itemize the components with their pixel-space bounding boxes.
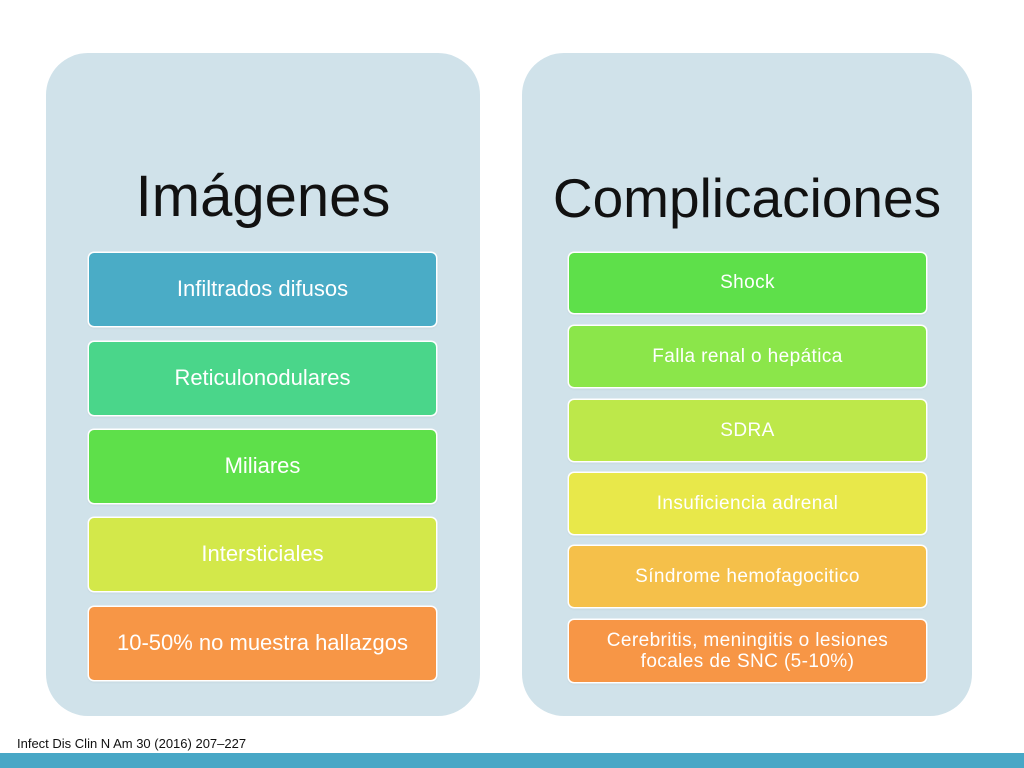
imagenes-panel: Imágenes Infiltrados difusos Reticulonod… [46,53,480,716]
citation: Infect Dis Clin N Am 30 (2016) 207–227 [17,736,247,751]
complicaciones-title: Complicaciones [552,167,942,229]
item-label: 10-50% no muestra hallazgos [116,630,409,656]
complicaciones-item: Shock [569,253,926,313]
item-label: Intersticiales [201,541,324,567]
complicaciones-item: Síndrome hemofagocitico [569,546,926,607]
item-label: Infiltrados difusos [176,276,349,302]
imagenes-item: 10-50% no muestra hallazgos [89,607,436,680]
item-label: Shock [720,272,775,294]
item-label: Cerebritis, meningitis o lesiones focale… [606,629,889,672]
item-label: Reticulonodulares [174,365,351,391]
imagenes-item: Reticulonodulares [89,342,436,415]
item-label: SDRA [720,419,775,441]
complicaciones-item: SDRA [569,400,926,461]
complicaciones-panel: Complicaciones Shock Falla renal o hepát… [522,53,972,716]
item-label: Insuficiencia adrenal [656,492,839,514]
complicaciones-item: Falla renal o hepática [569,326,926,387]
item-label: Falla renal o hepática [652,345,843,367]
complicaciones-item: Insuficiencia adrenal [569,473,926,534]
item-label: Miliares [224,453,301,479]
imagenes-item: Infiltrados difusos [89,253,436,326]
imagenes-title: Imágenes [135,164,391,229]
imagenes-item: Miliares [89,430,436,503]
imagenes-item: Intersticiales [89,518,436,591]
bottom-accent-bar [0,753,1024,768]
item-label: Síndrome hemofagocitico [635,565,860,587]
complicaciones-item: Cerebritis, meningitis o lesiones focale… [569,620,926,682]
